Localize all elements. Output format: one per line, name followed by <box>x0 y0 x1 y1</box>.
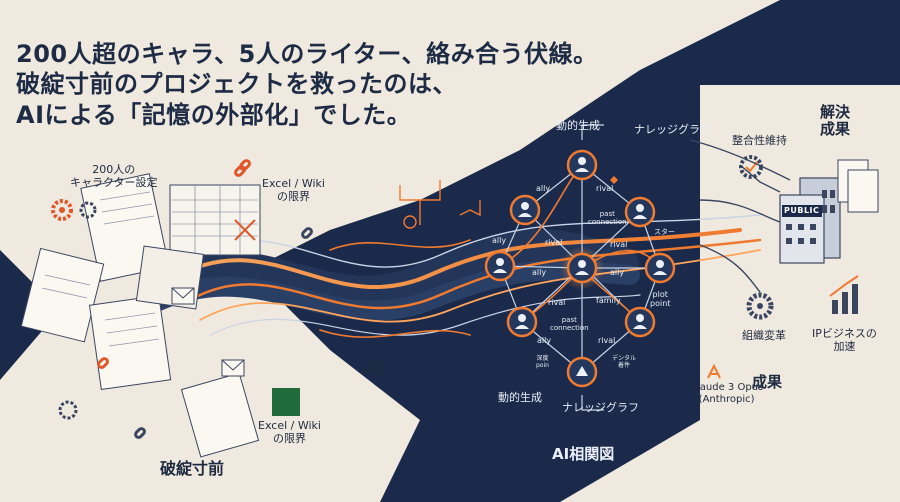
broken-chain-icon <box>97 159 313 439</box>
gear-icon <box>51 199 97 420</box>
edge-label: ally <box>492 236 507 245</box>
claude-logo <box>707 363 721 379</box>
document-pile <box>20 173 300 458</box>
edge-label: rival <box>610 240 628 249</box>
dynamic-generation-label-top: 動的生成 <box>556 119 600 132</box>
edge-label: family <box>596 296 621 305</box>
excel-wiki-limit-label-top: Excel / Wiki の限界 <box>262 177 325 203</box>
edge-label: ally <box>537 336 552 345</box>
ip-business-label: IPビジネスの 加速 <box>812 327 877 353</box>
edge-label: rival <box>548 298 566 307</box>
knowledge-graph-label-bottom: ナレッジグラフ <box>562 401 639 414</box>
edge-label: rival <box>596 184 614 193</box>
ai-label: AI <box>364 359 384 379</box>
edge-label: 深度 poin <box>536 355 549 369</box>
edge-label: ally <box>536 184 551 193</box>
consistency-label: 整合性維持 <box>732 134 787 147</box>
ai-relationship-map-label: AI相関図 <box>552 445 615 463</box>
edge-label: rival <box>545 238 563 247</box>
public-building-icon <box>779 159 879 264</box>
knowledge-graph-label-top: ナレッジグラフ <box>634 123 711 136</box>
org-reform-gear-icon <box>746 292 774 320</box>
headline-line-1: 200人超のキャラ、5人のライター、絡み合う伏線。 <box>16 40 598 68</box>
public-sign-label: PUBLIC <box>784 206 820 215</box>
person-icon <box>493 157 667 376</box>
edge-label: スター <box>654 228 675 236</box>
claude-model-label: Claude 3 Opus (Anthropic) <box>690 382 764 405</box>
edge-label: past connection <box>550 316 589 333</box>
dynamic-generation-label-bottom: 動的生成 <box>498 391 542 404</box>
headline-line-2: 破綻寸前のプロジェクトを救ったのは、 <box>16 70 457 98</box>
knowledge-graph <box>484 124 676 411</box>
tree-structure-icon <box>399 180 481 229</box>
edge-label: デンタル 着件 <box>612 355 637 369</box>
solution-results-label: 解決 成果 <box>820 103 851 139</box>
headline-line-3: AIによる「記憶の外部化」でした。 <box>16 101 412 129</box>
excel-wiki-limit-label-bottom: Excel / Wiki の限界 <box>258 419 321 445</box>
edge-label: ally <box>610 268 625 277</box>
character-setting-label: 200人の キャラクター設定 <box>70 163 158 189</box>
results-label: 成果 <box>752 373 783 391</box>
edge-label: rival <box>598 336 616 345</box>
org-reform-label: 組織変革 <box>742 329 786 342</box>
before-label: 破綻寸前 <box>160 459 225 478</box>
flow-to-building <box>689 139 791 293</box>
edge-label: plot point <box>650 290 671 309</box>
growth-chart-icon <box>829 275 859 314</box>
edge-label: ally <box>532 268 547 277</box>
consistency-gear-icon <box>739 155 763 179</box>
edge-label: past connection <box>588 210 627 227</box>
